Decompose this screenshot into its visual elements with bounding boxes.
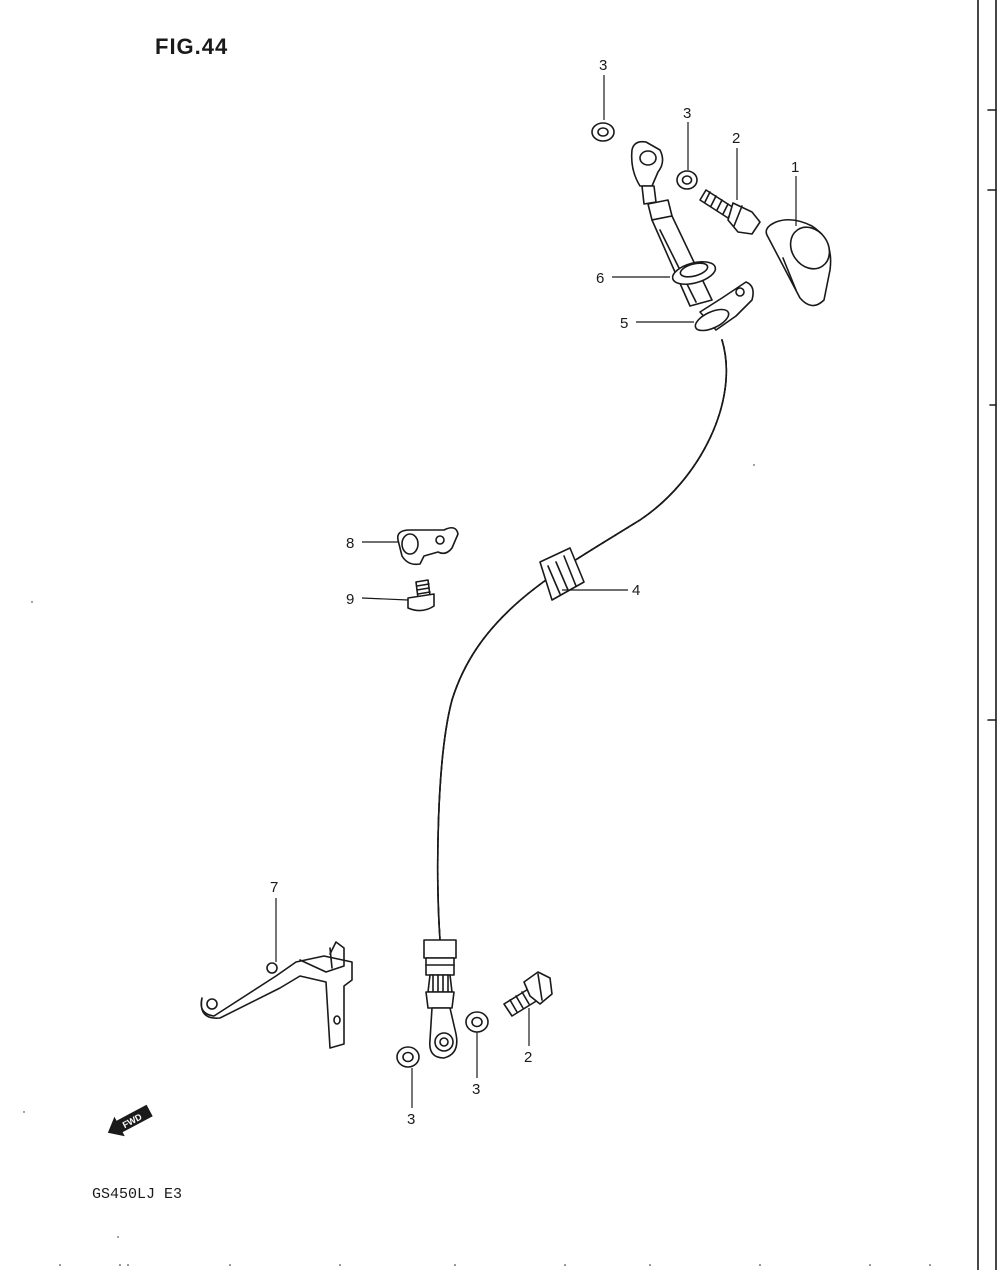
callouts: 1 2 2 3 3 3 3 4 5 6 7 8 9: [270, 57, 799, 1128]
part-7-bracket: [200, 941, 353, 1049]
scan-artifacts: [23, 464, 931, 1266]
part-3-washer-lower-a: [396, 1046, 420, 1068]
part-4-upper-fitting: [630, 140, 713, 307]
callout-4: 4: [632, 582, 640, 599]
figure-title: FIG.44: [155, 34, 228, 59]
part-9-screw: [407, 579, 435, 612]
callout-3-lower-b: 3: [472, 1081, 480, 1098]
part-2-banjo-bolt-lower: [503, 971, 553, 1017]
part-1-cap: [765, 218, 832, 307]
part-6-grommet: [671, 260, 717, 286]
model-code: GS450LJ E3: [92, 1186, 182, 1203]
callout-7: 7: [270, 879, 278, 896]
fwd-arrow-icon: FWD: [107, 1104, 153, 1137]
callout-3-lower-a: 3: [407, 1111, 415, 1128]
leader-lines: [275, 75, 797, 1108]
callout-3-upper-b: 3: [683, 105, 691, 122]
callout-5: 5: [620, 315, 628, 332]
part-5-clamp: [694, 281, 754, 332]
part-3-washer-upper-a: [591, 122, 615, 142]
part-2-banjo-bolt-upper: [699, 189, 761, 235]
callout-1: 1: [791, 159, 799, 176]
callout-9: 9: [346, 591, 354, 608]
part-4-brake-hose: [423, 339, 727, 1009]
callout-3-upper-a: 3: [599, 57, 607, 74]
callout-6: 6: [596, 270, 604, 287]
part-8-clamp: [396, 526, 459, 566]
part-3-washer-upper-b: [676, 170, 698, 190]
scan-border-right: [977, 0, 997, 1270]
callout-2-upper: 2: [732, 130, 740, 147]
part-4-lower-fitting: [428, 1007, 458, 1059]
part-3-washer-lower-b: [465, 1011, 489, 1033]
callout-2-lower: 2: [524, 1049, 532, 1066]
callout-8: 8: [346, 535, 354, 552]
